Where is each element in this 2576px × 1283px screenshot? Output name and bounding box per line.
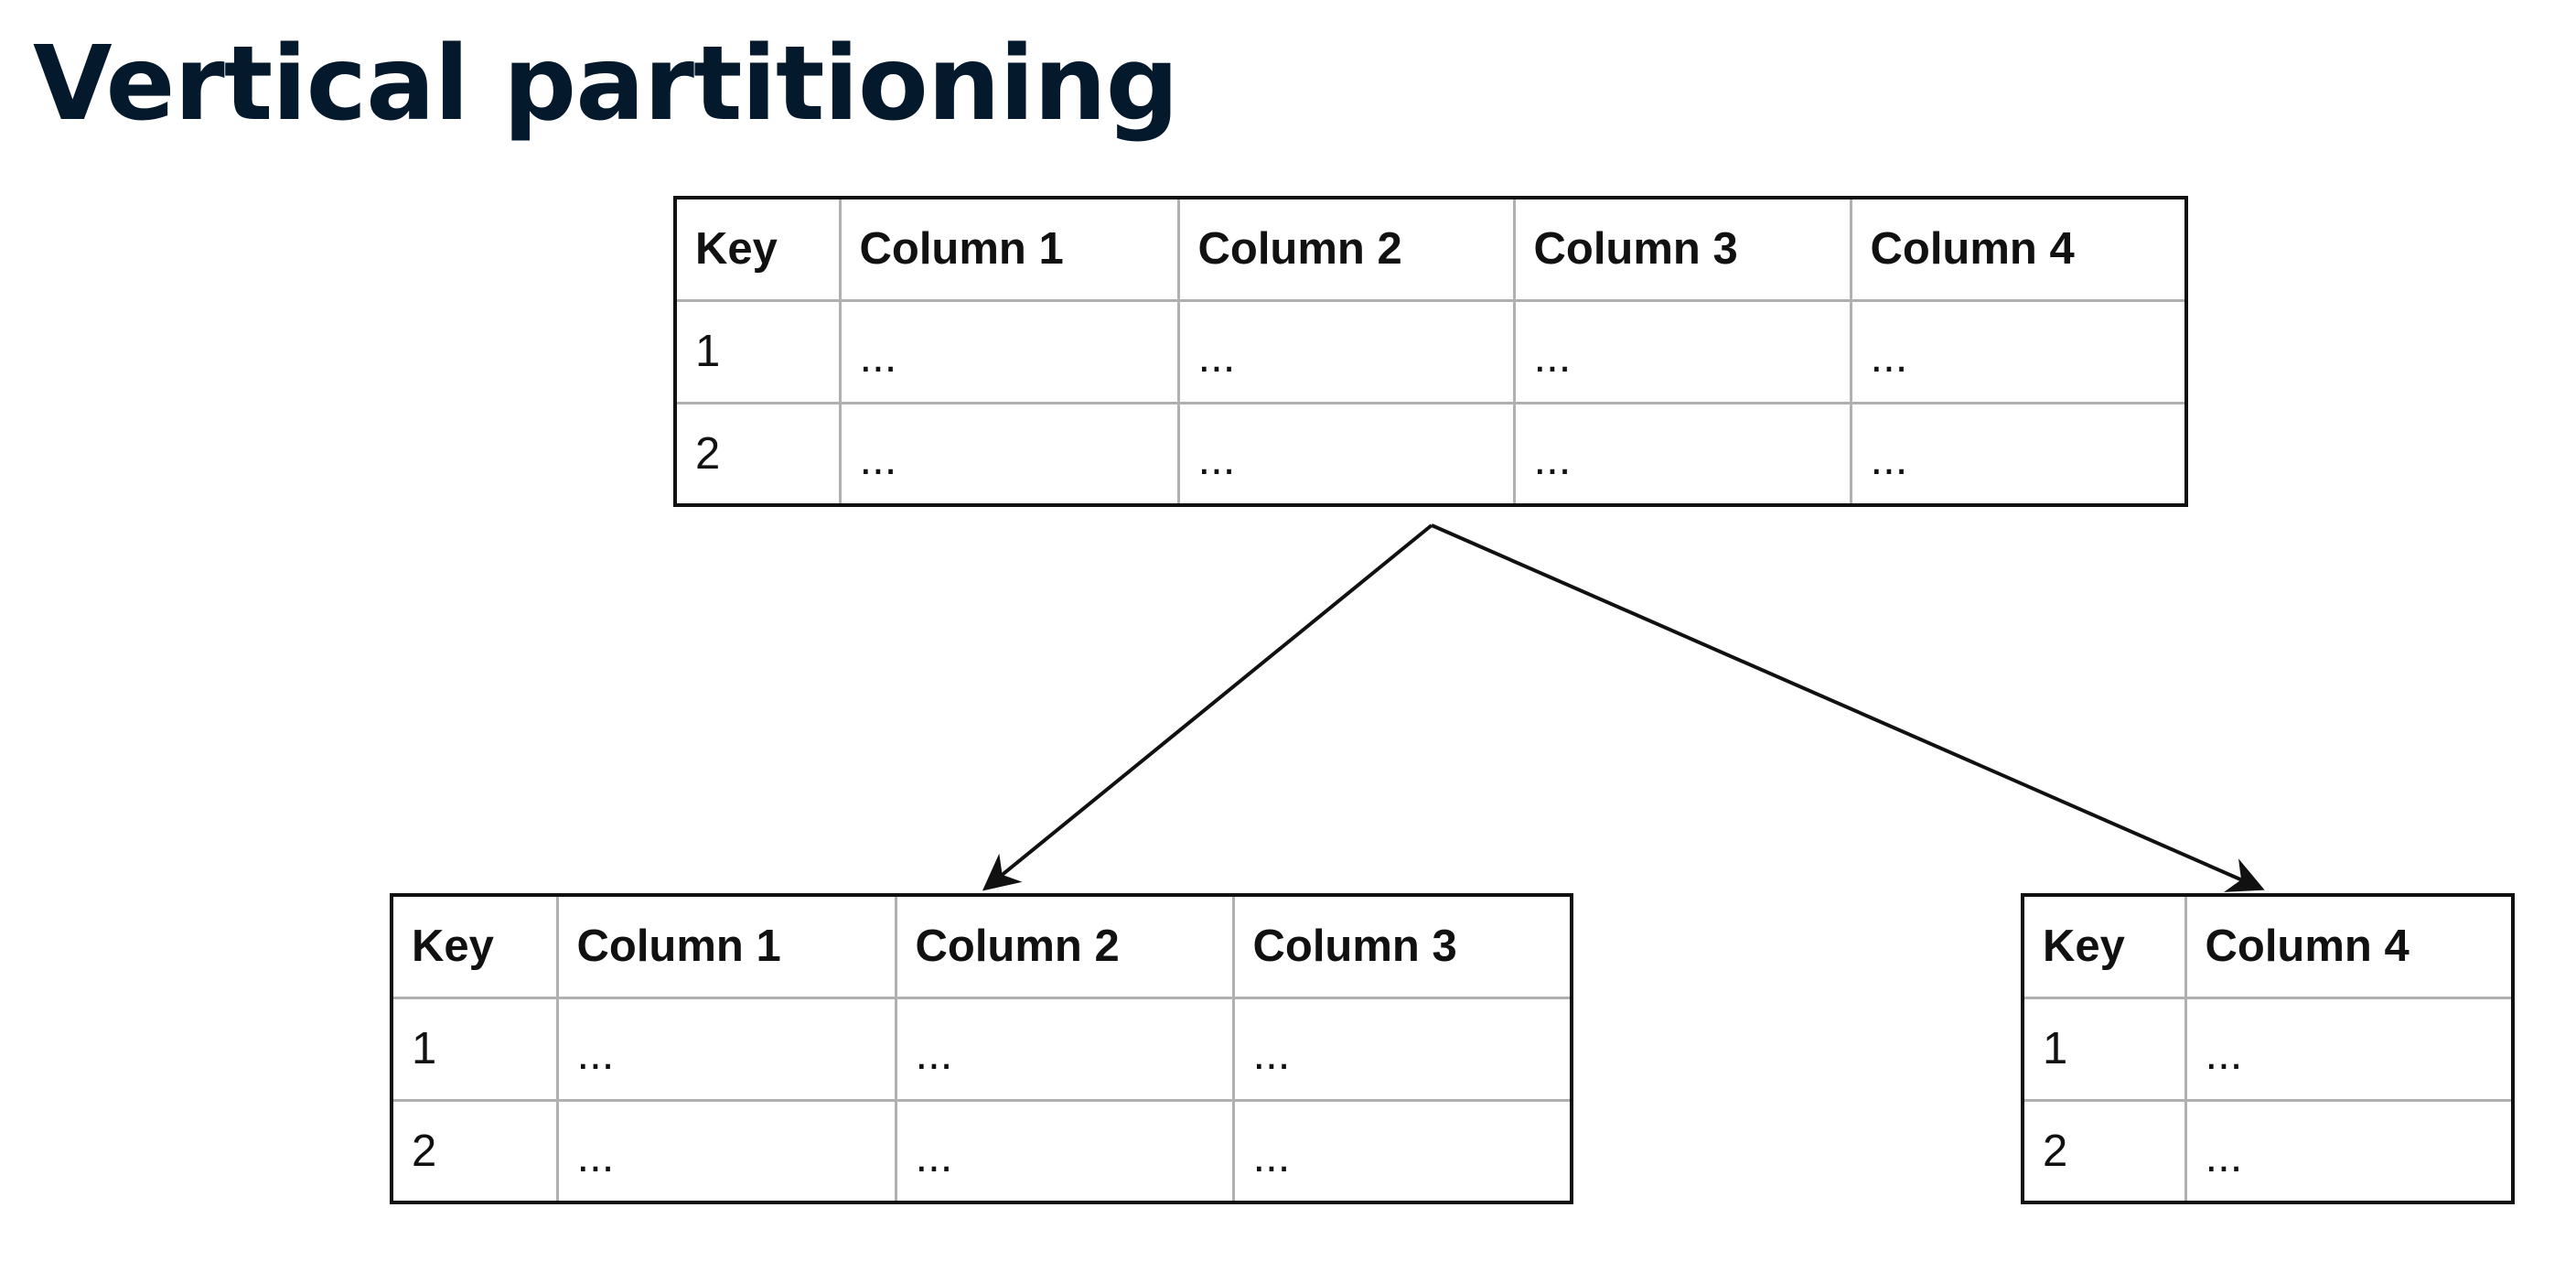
column-header-1: Column 1: [555, 893, 897, 999]
table-row: 2 ...: [2021, 1098, 2515, 1204]
table-cell: ...: [1512, 401, 1852, 507]
column-header-key: Key: [673, 196, 842, 302]
table-cell: ...: [1849, 298, 2188, 404]
table-cell: ...: [2184, 1098, 2515, 1204]
table-cell: ...: [894, 1098, 1235, 1204]
source-table: Key Column 1 Column 2 Column 3 Column 4 …: [673, 196, 2188, 507]
arrow-to-partition-a: [982, 523, 1433, 891]
arrow-to-partition-b: [1431, 523, 2265, 892]
table-cell: ...: [1512, 298, 1852, 404]
table-row: 1 ... ... ... ...: [673, 298, 2188, 404]
table-cell: ...: [555, 1098, 897, 1204]
key-cell: 1: [2021, 996, 2187, 1102]
table-row: 1 ... ... ...: [390, 996, 1573, 1102]
table-cell: ...: [1849, 401, 2188, 507]
partition-table-a: Key Column 1 Column 2 Column 3 1 ... ...…: [390, 893, 1573, 1204]
table-cell: ...: [555, 996, 897, 1102]
table-cell: ...: [2184, 996, 2515, 1102]
table-cell: ...: [838, 401, 1180, 507]
column-header-3: Column 3: [1231, 893, 1573, 999]
table-cell: ...: [1231, 996, 1573, 1102]
table-cell: ...: [1176, 401, 1516, 507]
key-cell: 2: [390, 1098, 559, 1204]
table-row: 1 ...: [2021, 996, 2515, 1102]
table-cell: ...: [1231, 1098, 1573, 1204]
column-header-key: Key: [2021, 893, 2187, 999]
table-cell: ...: [894, 996, 1235, 1102]
key-cell: 2: [673, 401, 842, 507]
table-cell: ...: [1176, 298, 1516, 404]
table-header-row: Key Column 1 Column 2 Column 3: [390, 893, 1573, 999]
table-row: 2 ... ... ...: [390, 1098, 1573, 1204]
table-header-row: Key Column 1 Column 2 Column 3 Column 4: [673, 196, 2188, 302]
partition-table-b: Key Column 4 1 ... 2 ...: [2021, 893, 2515, 1204]
key-cell: 1: [390, 996, 559, 1102]
column-header-2: Column 2: [1176, 196, 1516, 302]
column-header-2: Column 2: [894, 893, 1235, 999]
column-header-4: Column 4: [1849, 196, 2188, 302]
key-cell: 2: [2021, 1098, 2187, 1204]
table-row: 2 ... ... ... ...: [673, 401, 2188, 507]
column-header-4: Column 4: [2184, 893, 2515, 999]
page-title: Vertical partitioning: [33, 25, 1179, 144]
table-header-row: Key Column 4: [2021, 893, 2515, 999]
table-cell: ...: [838, 298, 1180, 404]
column-header-3: Column 3: [1512, 196, 1852, 302]
key-cell: 1: [673, 298, 842, 404]
column-header-key: Key: [390, 893, 559, 999]
column-header-1: Column 1: [838, 196, 1180, 302]
